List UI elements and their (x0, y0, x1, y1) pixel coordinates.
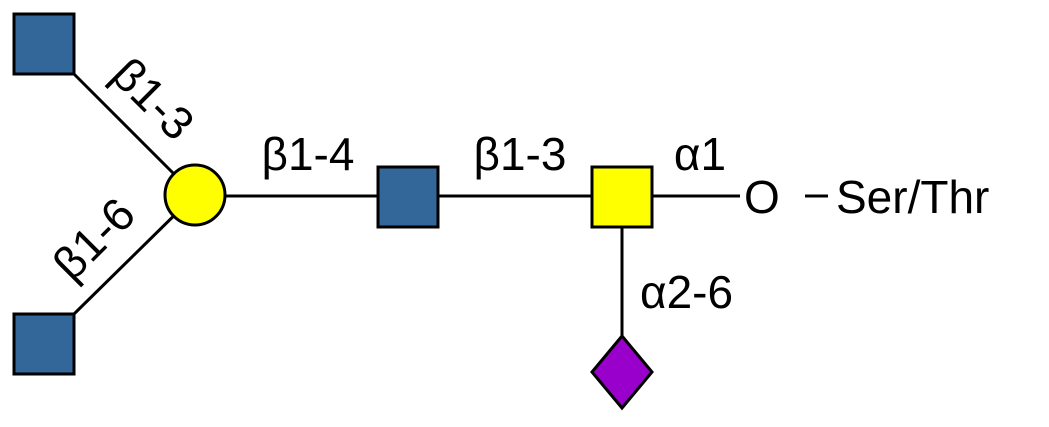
linkage-label-glcnac-galnac: β1-3 (474, 128, 567, 180)
linkage-label-gal-glcnac: β1-4 (262, 128, 355, 180)
linkage-label-alpha1: α1 (674, 128, 726, 180)
linkage-label-lower: β1-6 (42, 187, 144, 289)
linkage-label-sialic: α2-6 (640, 266, 733, 318)
glcnac-upper-square (12, 12, 76, 76)
gal-circle (163, 163, 227, 227)
oxygen-label: O (744, 171, 780, 223)
linkage-label-upper: β1-3 (102, 47, 204, 149)
glcnac-main-square (376, 165, 440, 229)
sialic-acid-diamond (590, 333, 654, 411)
glcnac-lower-square (12, 312, 76, 376)
galnac-square (590, 165, 654, 229)
ser-thr-label: Ser/Thr (836, 171, 989, 223)
